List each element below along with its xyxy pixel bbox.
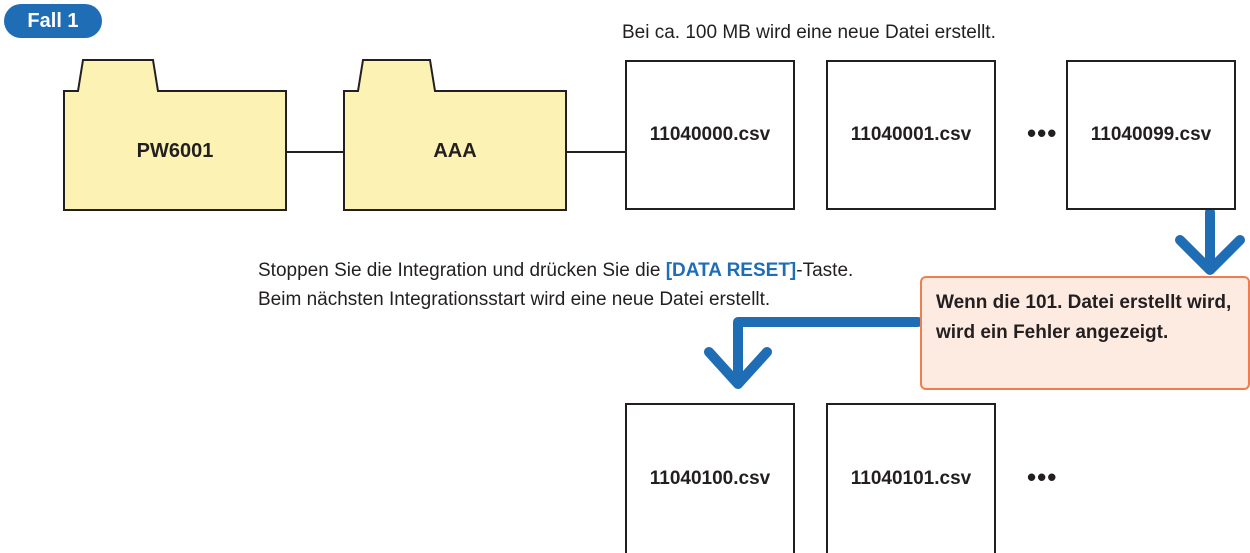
ellipsis: ••• xyxy=(1027,462,1058,492)
folder-icon xyxy=(63,59,287,211)
folder-icon xyxy=(343,59,567,211)
file-box: 11040099.csv xyxy=(1066,60,1236,210)
arrow-down-icon xyxy=(1175,207,1245,275)
size-note: Bei ca. 100 MB wird eine neue Datei erst… xyxy=(622,22,996,43)
file-box: 11040001.csv xyxy=(826,60,996,210)
folder-label-pw6001: PW6001 xyxy=(136,140,214,162)
folder-label-aaa: AAA xyxy=(433,140,477,162)
file-box: 11040100.csv xyxy=(625,403,795,553)
file-box: 11040101.csv xyxy=(826,403,996,553)
instruction-text: Stoppen Sie die Integration und drücken … xyxy=(258,256,898,314)
instruction-part1: Stoppen Sie die Integration und drücken … xyxy=(258,260,666,281)
arrow-elbow-icon xyxy=(704,317,923,389)
file-box: 11040000.csv xyxy=(625,60,795,210)
data-reset-key: [DATA RESET] xyxy=(665,260,797,281)
error-warning-box: Wenn die 101. Datei erstellt wird, wird … xyxy=(920,276,1250,390)
case-badge: Fall 1 xyxy=(4,4,102,38)
instruction-part2: -Taste. Beim nächsten Integrationsstart … xyxy=(258,260,854,310)
ellipsis: ••• xyxy=(1027,118,1058,148)
